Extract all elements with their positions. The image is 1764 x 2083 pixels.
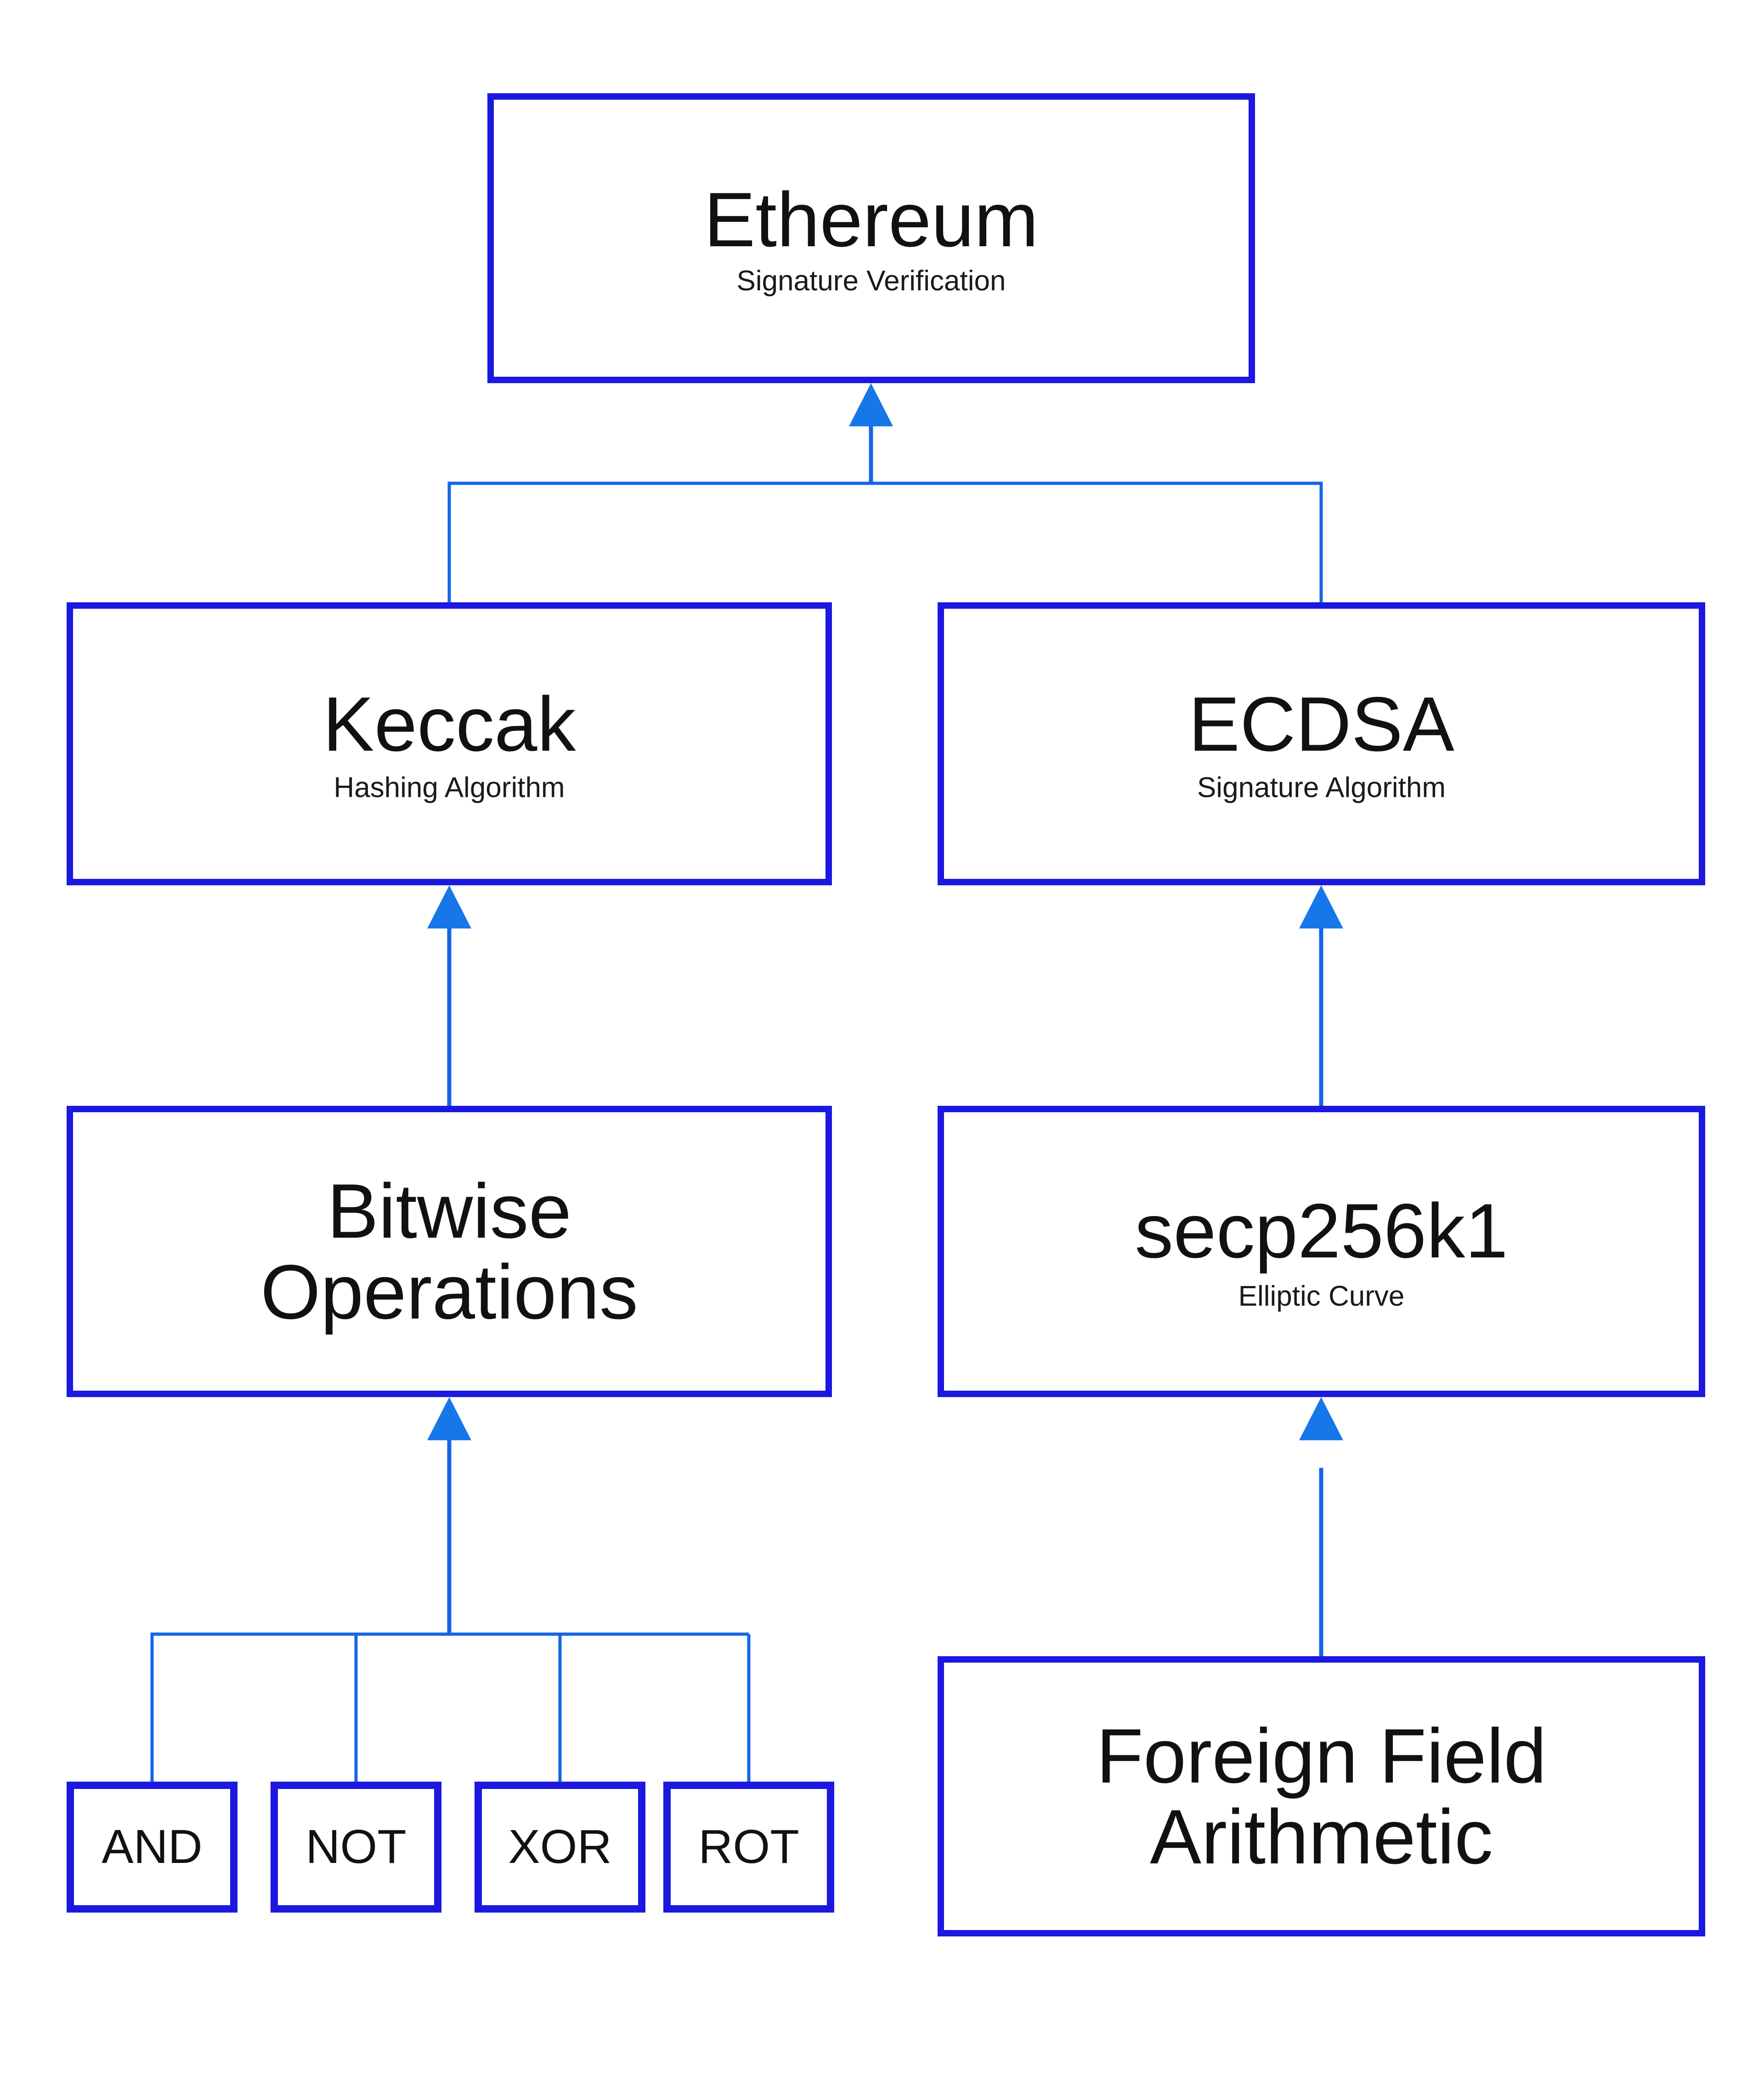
- node-ethereum-title: Ethereum: [704, 176, 1039, 263]
- node-ethereum-subtitle: Signature Verification: [736, 265, 1006, 297]
- node-foreign-field-arithmetic-title: Foreign Field Arithmetic: [1096, 1712, 1547, 1880]
- node-keccak[interactable]: Keccak Hashing Algorithm: [67, 602, 832, 885]
- arrow-bus-to-ethereum: [849, 383, 893, 483]
- node-foreign-field-arithmetic[interactable]: Foreign Field Arithmetic: [938, 1656, 1705, 1936]
- node-secp256k1[interactable]: secp256k1 Elliptic Curve: [938, 1106, 1705, 1397]
- node-bitwise-operations[interactable]: Bitwise Operations: [67, 1106, 832, 1397]
- node-ecdsa[interactable]: ECDSA Signature Algorithm: [938, 602, 1705, 885]
- node-rot[interactable]: ROT: [663, 1782, 834, 1913]
- node-not-title: NOT: [305, 1820, 407, 1874]
- node-secp256k1-subtitle: Elliptic Curve: [1238, 1280, 1405, 1312]
- node-ethereum[interactable]: Ethereum Signature Verification: [487, 93, 1255, 383]
- node-and-title: AND: [102, 1820, 203, 1874]
- edge-keccak-to-ethereum: [447, 481, 871, 602]
- arrow-secp-to-ecdsa: [1299, 885, 1343, 1106]
- node-not[interactable]: NOT: [271, 1782, 441, 1913]
- node-secp256k1-title: secp256k1: [1135, 1188, 1508, 1274]
- node-and[interactable]: AND: [67, 1782, 237, 1913]
- arrow-bus-to-bitwise: [427, 1397, 471, 1634]
- node-bitwise-operations-title: Bitwise Operations: [260, 1167, 638, 1335]
- node-rot-title: ROT: [698, 1820, 799, 1874]
- edge-leaves-bus: [150, 1632, 751, 1782]
- node-keccak-title: Keccak: [322, 681, 576, 768]
- node-xor-title: XOR: [508, 1820, 612, 1874]
- edge-ecdsa-to-ethereum: [871, 481, 1323, 602]
- node-keccak-subtitle: Hashing Algorithm: [334, 771, 565, 804]
- arrow-bitwise-to-keccak: [427, 885, 471, 1106]
- arrow-ffa-to-secp: [1299, 1397, 1343, 1656]
- node-ecdsa-subtitle: Signature Algorithm: [1197, 771, 1446, 804]
- node-ecdsa-title: ECDSA: [1188, 681, 1454, 768]
- node-xor[interactable]: XOR: [475, 1782, 645, 1913]
